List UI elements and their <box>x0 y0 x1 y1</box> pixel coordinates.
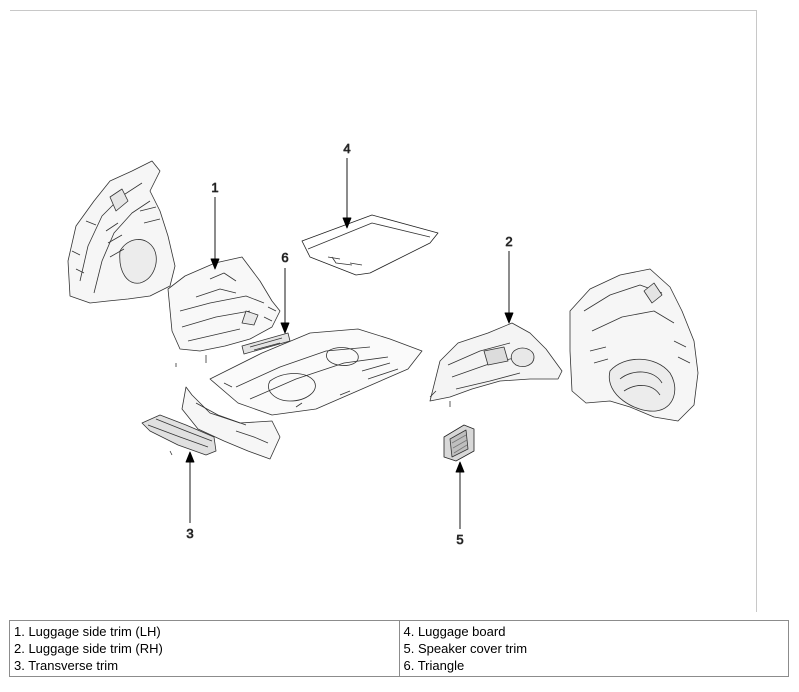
callout-6: 6 <box>281 250 288 265</box>
speaker-cover-trim <box>443 424 475 462</box>
right-body-panel <box>569 268 699 422</box>
luggage-side-trim-lh <box>167 256 281 367</box>
legend-item-speaker-cover-trim: 5. Speaker cover trim <box>403 641 528 656</box>
triangle-part <box>241 332 291 355</box>
callout-3: 3 <box>186 526 193 541</box>
callout-2: 2 <box>505 234 512 249</box>
legend-item-luggage-side-trim-rh: 2. Luggage side trim (RH) <box>14 641 163 656</box>
floor-panel <box>209 328 423 416</box>
left-body-panel <box>67 160 176 304</box>
transverse-trim <box>141 386 281 460</box>
legend-item-luggage-board: 4. Luggage board <box>403 624 506 639</box>
legend-right-column: 4. Luggage board 5. Speaker cover trim 6… <box>398 620 789 677</box>
exploded-diagram: 1 4 2 6 3 5 <box>10 10 757 612</box>
legend-left-column: 1. Luggage side trim (LH) 2. Luggage sid… <box>9 620 400 677</box>
legend-item-triangle: 6. Triangle <box>403 658 465 673</box>
legend-row: 1. Luggage side trim (LH) 2. Luggage sid… <box>9 620 789 677</box>
leader-lines <box>185 158 514 529</box>
callout-5: 5 <box>456 532 463 547</box>
legend-item-transverse-trim: 3. Transverse trim <box>14 658 119 673</box>
legend-item-luggage-side-trim-lh: 1. Luggage side trim (LH) <box>14 624 161 639</box>
callout-4: 4 <box>343 141 350 156</box>
callout-1: 1 <box>211 180 218 195</box>
parts-legend-table: 1. Luggage side trim (LH) 2. Luggage sid… <box>9 620 789 677</box>
luggage-board <box>301 214 439 276</box>
luggage-side-trim-rh <box>429 322 563 407</box>
parts-illustration: 1 4 2 6 3 5 <box>67 141 699 547</box>
